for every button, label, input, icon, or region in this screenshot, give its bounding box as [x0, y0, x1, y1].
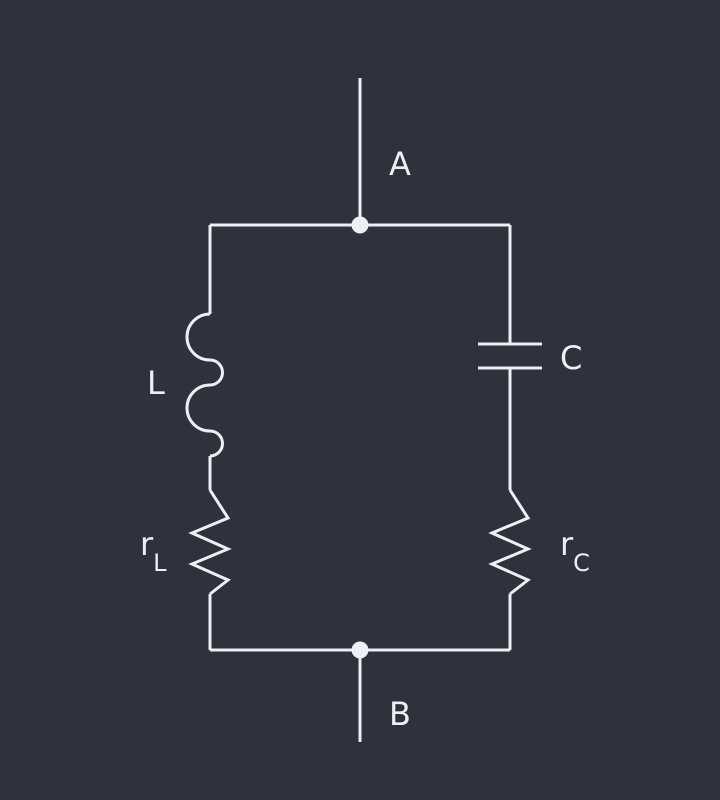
resistor-rl: [188, 489, 232, 596]
inductor-label: L: [147, 364, 165, 402]
junction-dot-top: [351, 216, 369, 234]
node-b-label: B: [389, 695, 411, 733]
inductor-resistance-label: rL: [140, 525, 167, 577]
resistor-rc: [488, 489, 532, 596]
inductor-resistance-main: r: [140, 525, 154, 563]
inductor-resistance-subscript: L: [153, 549, 167, 577]
capacitor-resistance-main: r: [560, 525, 574, 563]
junction-dot-bottom: [351, 641, 369, 659]
capacitor-resistance-label: rC: [560, 525, 590, 577]
node-a-label: A: [389, 145, 411, 183]
capacitor-resistance-subscript: C: [573, 549, 590, 577]
capacitor-label: C: [560, 339, 582, 377]
inductor-coil: [185, 312, 224, 458]
